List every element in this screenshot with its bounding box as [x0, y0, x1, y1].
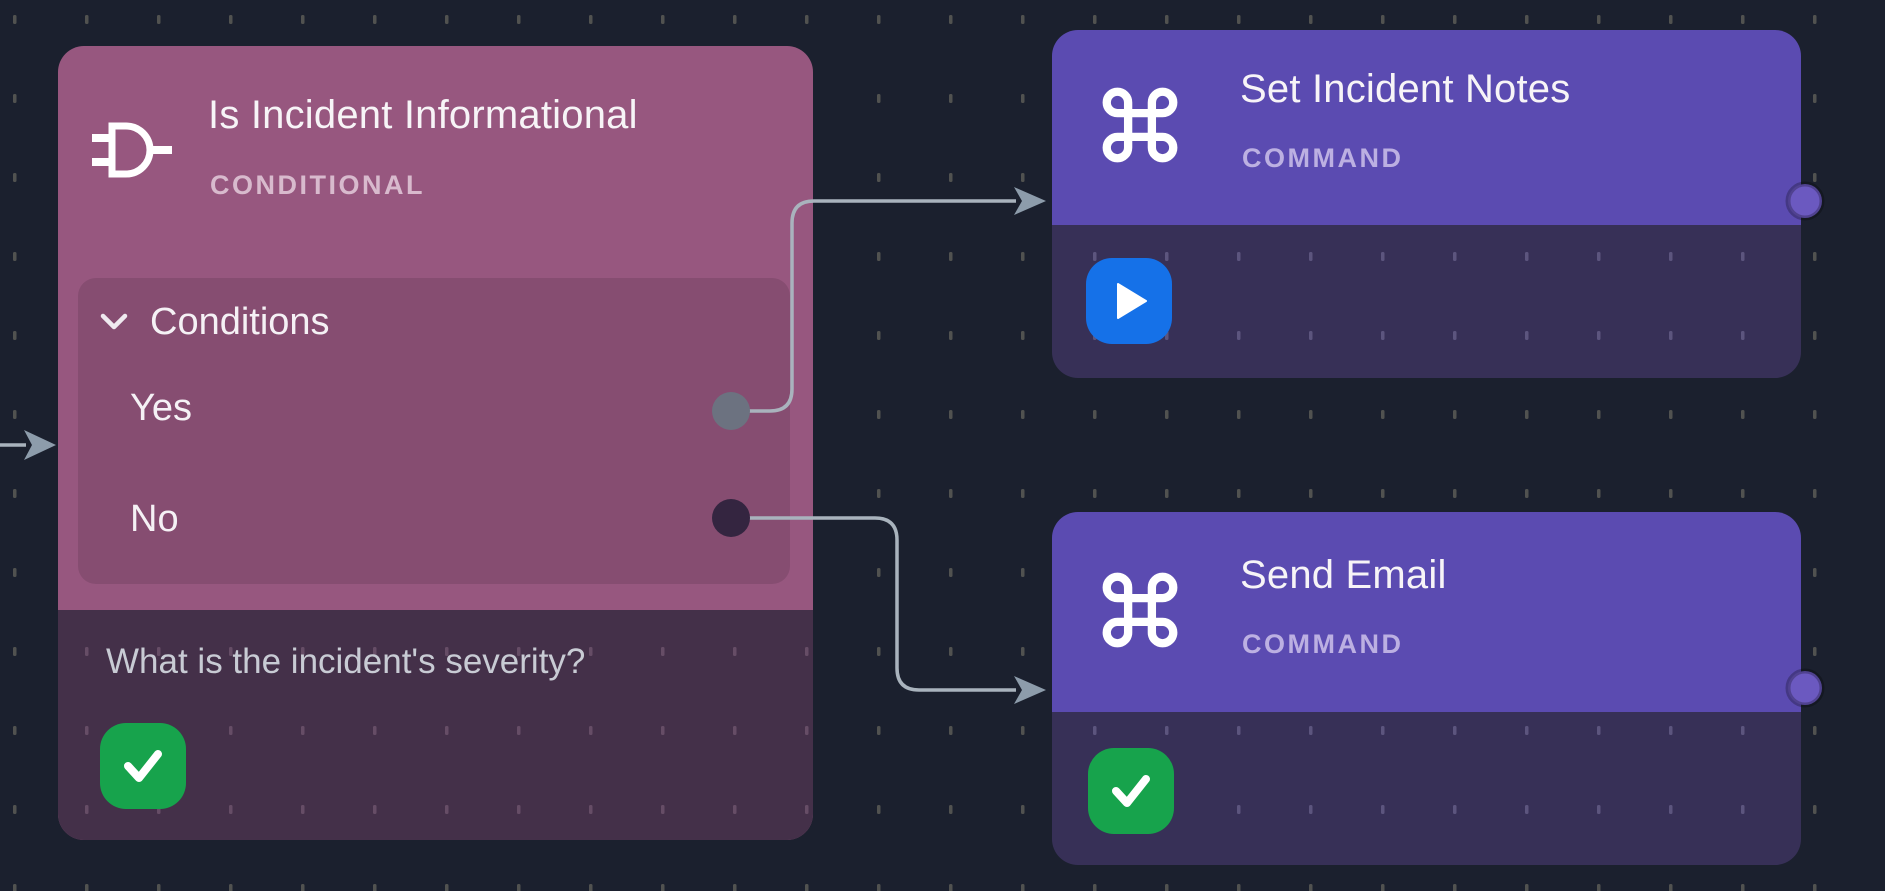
condition-question: What is the incident's severity?	[106, 642, 586, 681]
chevron-down-icon	[100, 313, 128, 330]
status-success-button[interactable]	[1088, 748, 1174, 834]
status-success-button[interactable]	[100, 723, 186, 809]
command-body	[1052, 225, 1801, 378]
command-icon	[1102, 572, 1178, 648]
conditions-panel: Conditions Yes No	[78, 278, 790, 584]
branch-row-no[interactable]: No	[130, 497, 179, 541]
node-set-incident-notes[interactable]: Set Incident Notes COMMAND	[1052, 30, 1801, 378]
command-icon	[1102, 87, 1178, 163]
branch-yes-label: Yes	[130, 387, 192, 429]
check-icon	[1112, 775, 1150, 807]
node-send-email[interactable]: Send Email COMMAND	[1052, 512, 1801, 865]
node-type-label: CONDITIONAL	[210, 170, 425, 200]
node-title: Is Incident Informational	[208, 93, 638, 137]
command-body	[1052, 712, 1801, 865]
branch-row-yes[interactable]: Yes	[130, 386, 192, 430]
body-dot-grid	[1052, 225, 1801, 378]
run-button[interactable]	[1086, 258, 1172, 344]
logic-gate-icon	[92, 122, 172, 178]
command-header: Set Incident Notes COMMAND	[1052, 30, 1801, 225]
node-title: Set Incident Notes	[1240, 67, 1571, 111]
play-icon	[1117, 283, 1147, 319]
command-header: Send Email COMMAND	[1052, 512, 1801, 712]
branch-no-label: No	[130, 498, 179, 540]
conditions-header[interactable]: Conditions	[100, 300, 330, 344]
check-icon	[124, 750, 162, 782]
node-type-label: COMMAND	[1242, 629, 1404, 659]
wire-yes-to-set-incident-notes[interactable]	[731, 199, 1016, 413]
conditional-footer: What is the incident's severity?	[58, 610, 813, 840]
node-title: Send Email	[1240, 553, 1447, 597]
conditions-label: Conditions	[150, 301, 330, 343]
node-conditional[interactable]: Is Incident Informational CONDITIONAL Co…	[58, 46, 813, 840]
wire-no-to-send-email[interactable]	[731, 516, 1016, 692]
footer-dot-grid	[58, 610, 813, 840]
node-type-label: COMMAND	[1242, 143, 1404, 173]
port-send-email-output[interactable]	[1785, 668, 1825, 708]
port-yes-output[interactable]	[712, 392, 750, 430]
port-set-incident-notes-output[interactable]	[1785, 181, 1825, 221]
body-dot-grid	[1052, 712, 1801, 865]
port-no-output[interactable]	[712, 499, 750, 537]
